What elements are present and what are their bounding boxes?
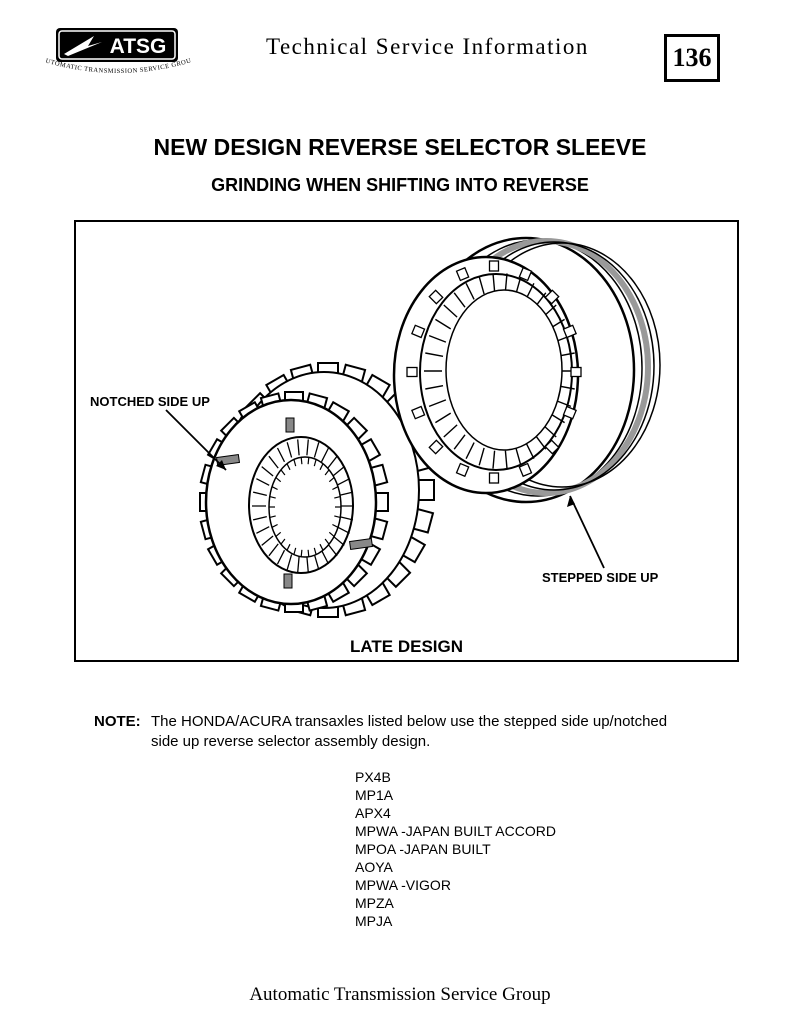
note-label: NOTE: xyxy=(94,713,141,730)
list-item: MPWA -VIGOR xyxy=(355,877,451,893)
selector-diagram xyxy=(165,236,661,618)
callout-arrow-notched xyxy=(165,409,227,471)
atsg-logo: ATSG AUTOMATIC TRANSMISSION SERVICE GROU… xyxy=(37,17,200,84)
figure-frame: NOTCHED SIDE UP STEPPED SIDE UP LATE DES… xyxy=(74,220,739,662)
list-item: PX4B xyxy=(355,769,391,785)
footer-text: Automatic Transmission Service Group xyxy=(249,984,551,1005)
list-item: MP1A xyxy=(355,787,394,803)
document-subtitle: GRINDING WHEN SHIFTING INTO REVERSE xyxy=(211,175,589,195)
label-stepped-side-up: STEPPED SIDE UP xyxy=(542,570,659,585)
document-title: NEW DESIGN REVERSE SELECTOR SLEEVE xyxy=(153,134,647,160)
list-item: MPJA xyxy=(355,913,393,929)
header-title: Technical Service Information xyxy=(266,34,589,59)
checkmark-icon xyxy=(64,36,102,56)
reverse-sleeve-illustration xyxy=(392,236,661,504)
callout-arrow-stepped xyxy=(567,495,605,569)
logo-text: ATSG xyxy=(110,35,167,58)
note-text-line-2: side up reverse selector assembly design… xyxy=(151,733,431,750)
transaxle-model-list: PX4B MP1A APX4 MPWA -JAPAN BUILT ACCORD … xyxy=(355,768,556,930)
list-item: MPOA -JAPAN BUILT xyxy=(355,841,491,857)
reverse-hub-illustration xyxy=(199,362,435,618)
label-notched-side-up: NOTCHED SIDE UP xyxy=(90,394,210,409)
note-text-line-1: The HONDA/ACURA transaxles listed below … xyxy=(151,713,668,730)
list-item: APX4 xyxy=(355,805,391,821)
list-item: MPWA -JAPAN BUILT ACCORD xyxy=(355,823,556,839)
list-item: AOYA xyxy=(355,859,393,875)
page-number: 136 xyxy=(664,34,720,82)
list-item: MPZA xyxy=(355,895,394,911)
figure-caption: LATE DESIGN xyxy=(349,637,464,656)
